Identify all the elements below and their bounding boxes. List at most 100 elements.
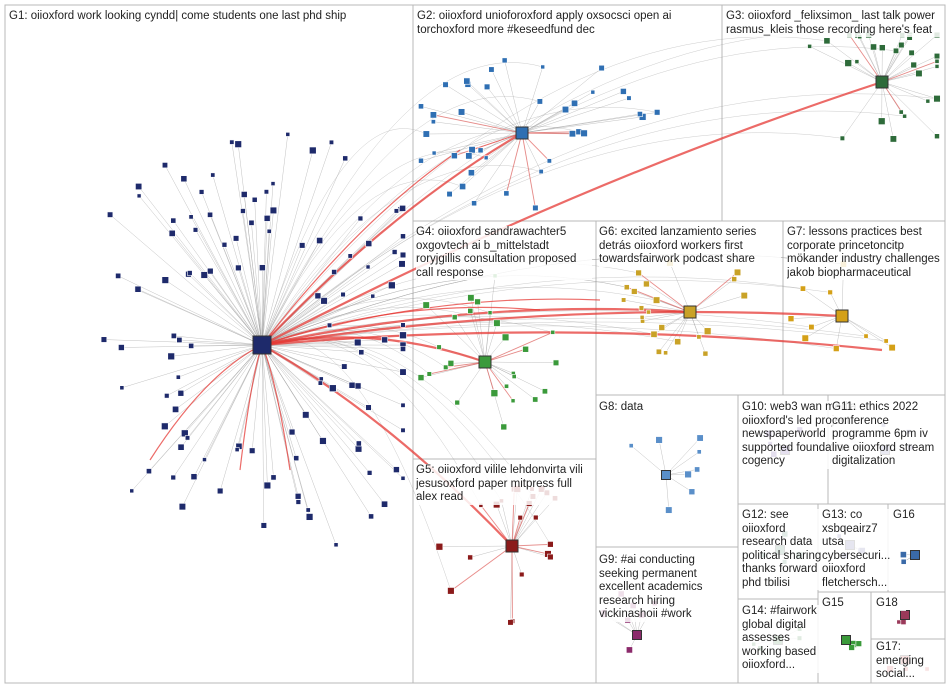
node: [463, 77, 471, 85]
node: [354, 338, 362, 347]
group-label-g8: G8: data: [599, 401, 659, 415]
node: [643, 280, 650, 288]
node: [354, 445, 363, 453]
edge: [261, 93, 938, 346]
node: [465, 152, 473, 160]
edge: [261, 329, 446, 368]
node: [650, 330, 658, 338]
edge: [261, 344, 297, 459]
node: [309, 146, 317, 155]
edge: [881, 81, 938, 99]
red-edge: [261, 80, 883, 346]
edge: [171, 344, 263, 357]
group-label-g2: G2: oiioxford unioforoxford apply oxsocs…: [417, 10, 717, 37]
node: [488, 66, 495, 73]
node: [799, 285, 806, 292]
node: [550, 329, 556, 335]
node: [655, 436, 663, 444]
node: [501, 57, 508, 64]
red-edge: [881, 60, 938, 83]
red-edge: [480, 505, 513, 547]
node: [654, 109, 661, 116]
node: [355, 440, 362, 447]
node: [925, 98, 931, 104]
node: [568, 130, 576, 138]
edge: [261, 96, 540, 346]
node: [178, 503, 187, 511]
edge: [466, 80, 523, 134]
node: [240, 191, 248, 198]
edge: [477, 301, 486, 363]
red-edge: [848, 34, 883, 83]
node: [436, 344, 442, 350]
node: [501, 333, 510, 342]
edge: [439, 545, 513, 547]
node: [467, 554, 473, 561]
group-label-g1: G1: oiioxford work looking cyndd| come s…: [9, 10, 404, 24]
edge: [521, 116, 643, 134]
node: [896, 619, 902, 625]
node: [823, 37, 831, 45]
edge: [261, 344, 397, 470]
node: [910, 61, 917, 69]
edge: [172, 233, 263, 346]
edge: [261, 344, 265, 526]
red-edge: [471, 132, 523, 151]
node: [490, 389, 499, 397]
node: [688, 488, 696, 496]
node: [522, 345, 529, 353]
node: [170, 332, 177, 339]
node: [161, 276, 169, 284]
red-edge: [261, 331, 883, 352]
node: [317, 380, 323, 386]
edge: [665, 469, 698, 476]
node: [370, 293, 376, 299]
node: [398, 260, 406, 268]
node: [442, 81, 449, 88]
edge: [511, 498, 556, 547]
node: [167, 352, 175, 361]
edge: [261, 344, 359, 450]
edge: [261, 344, 345, 367]
edge: [689, 295, 745, 313]
edge: [665, 451, 700, 476]
edge: [261, 344, 268, 486]
edge: [189, 272, 263, 346]
edge: [224, 244, 263, 346]
node: [340, 291, 346, 298]
edge: [251, 222, 263, 346]
node: [536, 98, 543, 105]
node: [314, 292, 322, 300]
edge: [261, 344, 385, 505]
node: [655, 348, 662, 355]
edge: [826, 40, 883, 83]
node: [694, 466, 701, 473]
hub-node-g14: [910, 550, 920, 560]
edge: [461, 111, 523, 134]
node: [388, 281, 396, 290]
node: [900, 558, 907, 565]
edge: [445, 84, 523, 134]
edge: [802, 288, 843, 317]
edge: [658, 311, 691, 352]
node: [934, 133, 940, 140]
node: [399, 251, 407, 259]
node: [702, 350, 709, 357]
node: [418, 157, 424, 164]
node: [854, 59, 860, 64]
node: [168, 229, 176, 237]
node: [107, 211, 114, 218]
node: [135, 183, 143, 191]
node: [176, 337, 183, 343]
node: [898, 41, 905, 49]
hub-node-g16: [841, 635, 851, 645]
node: [459, 183, 467, 190]
node: [134, 285, 142, 293]
edge: [261, 36, 827, 346]
edge: [881, 55, 938, 83]
hub-node-g8: [661, 470, 671, 480]
edge: [521, 97, 630, 134]
edge: [261, 134, 289, 346]
edge: [462, 132, 523, 187]
edge: [190, 216, 263, 346]
